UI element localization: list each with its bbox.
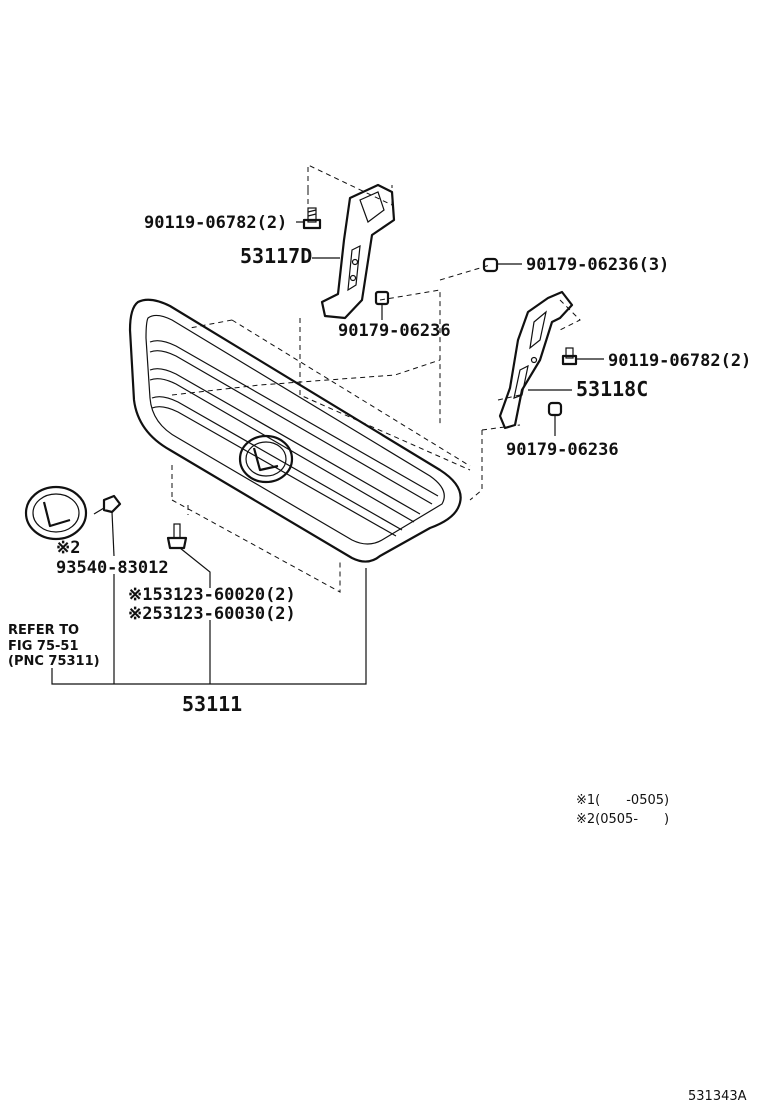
- label-grille-assy: 53111: [182, 692, 242, 716]
- footnote-2: ※2(0505- ): [576, 812, 669, 827]
- assembly-guide-lines: [171, 164, 581, 593]
- label-retainer-1: ※153123-60020(2): [128, 585, 296, 605]
- label-bracket-right: 53118C: [576, 377, 648, 401]
- nut-icon: [482, 257, 499, 273]
- refer-line-1: REFER TO: [8, 623, 79, 638]
- label-retainer-2: ※253123-60030(2): [128, 604, 296, 624]
- bracket-right-53118c: [498, 290, 574, 430]
- bolt-icon: [561, 347, 578, 366]
- refer-line-3: (PNC 75311): [8, 654, 100, 669]
- bracket-left-53117d: [320, 183, 396, 320]
- retainer-icon: [166, 523, 188, 550]
- bolt-icon: [302, 207, 322, 230]
- nut-icon: [374, 290, 390, 306]
- label-bolt-upper-left: 90119-06782(2): [144, 213, 287, 233]
- label-bracket-left: 53117D: [240, 244, 312, 268]
- emblem-icon: [24, 485, 88, 541]
- leader-lines: [51, 221, 604, 685]
- label-bolt-right: 90119-06782(2): [608, 351, 751, 371]
- clip-icon: [93, 494, 122, 515]
- figure-id: 531343A: [688, 1089, 747, 1104]
- radiator-grille: [128, 298, 462, 563]
- label-emblem-mark: ※2: [56, 538, 80, 558]
- label-emblem-clip: 93540-83012: [56, 558, 169, 578]
- label-nut-right: 90179-06236: [506, 440, 619, 460]
- refer-line-2: FIG 75-51: [8, 639, 79, 654]
- nut-icon: [547, 401, 563, 417]
- label-nut-left: 90179-06236: [338, 321, 451, 341]
- footnote-1: ※1( -0505): [576, 793, 669, 808]
- label-nut-upper-right: 90179-06236(3): [526, 255, 669, 275]
